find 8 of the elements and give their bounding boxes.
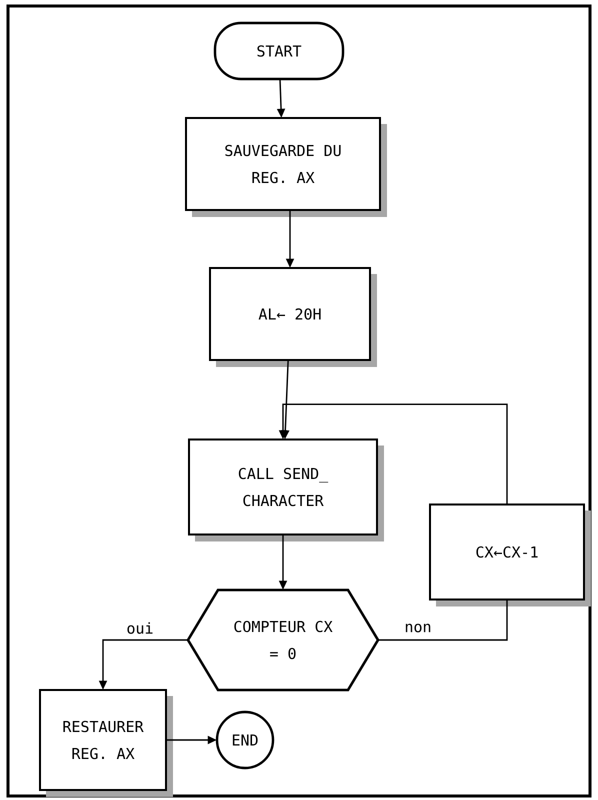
process-box: CALL SEND_ CHARACTER — [188, 438, 384, 542]
process-box: CX←CX-1 — [429, 504, 591, 606]
process-box: AL← 20H — [209, 267, 377, 367]
edge-label: non — [403, 622, 433, 634]
terminal-box: START — [214, 22, 344, 80]
edge-label: oui — [125, 621, 155, 635]
process-box: SAUVEGARDE DU REG. AX — [185, 117, 387, 217]
process-box: RESTAURER REG. AX — [39, 689, 173, 797]
